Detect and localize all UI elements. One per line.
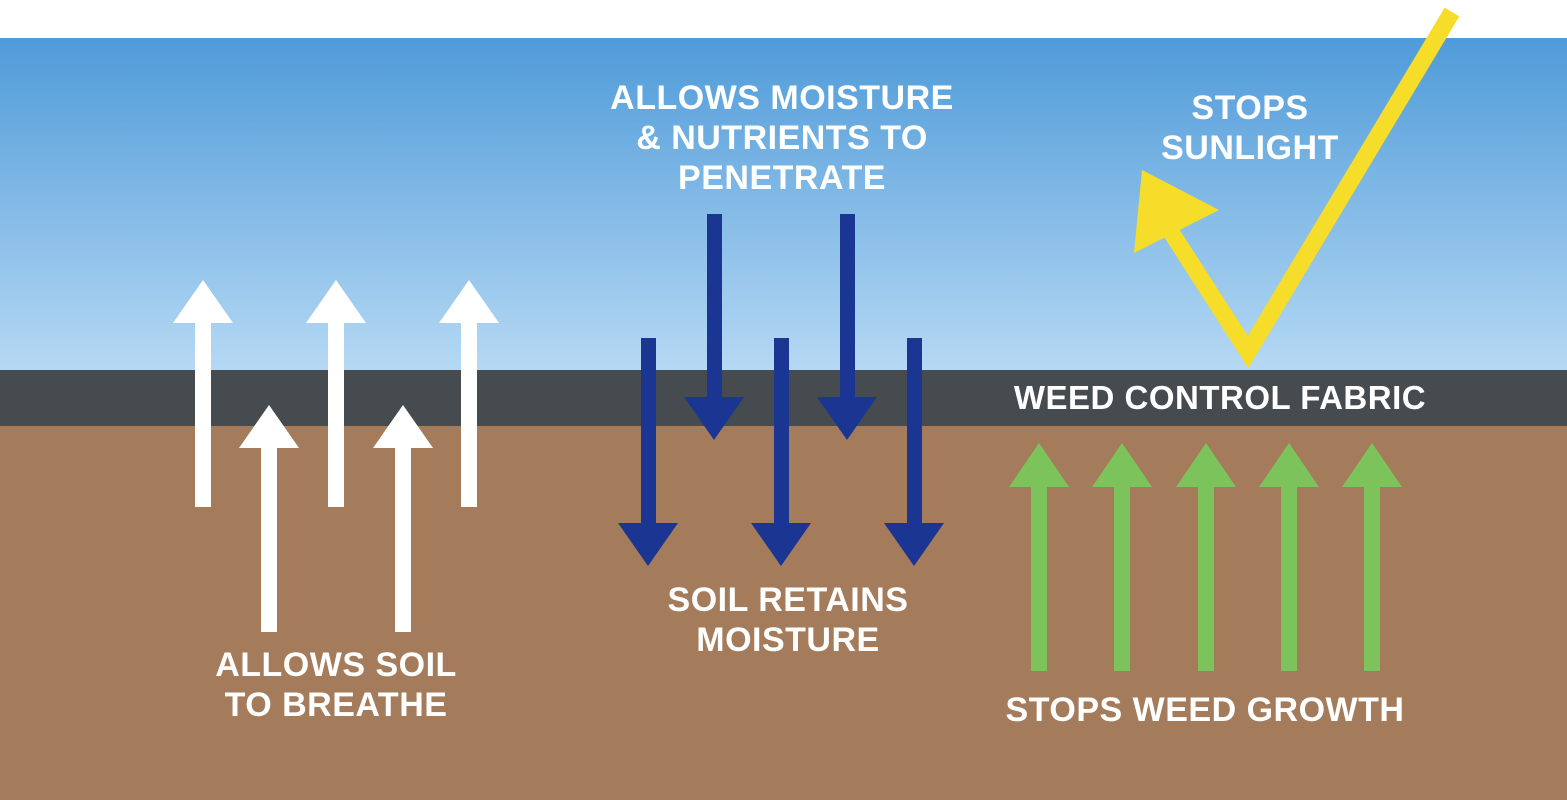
breathe-label-line-2: TO BREATHE <box>224 686 448 724</box>
fabric-label: WEED CONTROL FABRIC <box>960 376 1480 420</box>
arrow-down-icon <box>684 214 744 440</box>
arrow-down-icon <box>618 338 678 566</box>
arrow-up-icon <box>439 280 499 507</box>
arrow-up-icon <box>373 405 433 632</box>
arrow-up-icon <box>306 280 366 507</box>
sunlight-label-line-1: STOPS <box>1191 89 1309 127</box>
sky-background <box>0 38 1567 372</box>
soil-retains-label: SOIL RETAINS MOISTURE <box>600 580 976 660</box>
arrow-up-icon <box>1092 443 1152 671</box>
water-arrows-group <box>618 214 944 566</box>
arrow-up-icon <box>173 280 233 507</box>
arrow-down-icon <box>751 338 811 566</box>
arrow-up-icon <box>1009 443 1069 671</box>
fabric-label-text: WEED CONTROL FABRIC <box>1013 379 1427 416</box>
soil-retains-label-line-1: SOIL RETAINS <box>667 581 909 619</box>
sunlight-arrowhead <box>1134 170 1219 253</box>
breathe-label: ALLOWS SOIL TO BREATHE <box>170 645 502 725</box>
air-arrows-group <box>173 280 499 632</box>
weed-growth-label-text: STOPS WEED GROWTH <box>1005 691 1405 729</box>
arrow-up-icon <box>1259 443 1319 671</box>
sunlight-label-line-2: SUNLIGHT <box>1161 129 1339 167</box>
moisture-label: ALLOWS MOISTURE & NUTRIENTS TO PENETRATE <box>560 78 1004 198</box>
moisture-label-line-2: & NUTRIENTS TO <box>636 119 928 157</box>
arrow-up-icon <box>1342 443 1402 671</box>
arrow-up-icon <box>239 405 299 632</box>
weed-growth-label: STOPS WEED GROWTH <box>960 690 1450 730</box>
arrow-down-icon <box>817 214 877 440</box>
breathe-label-line-1: ALLOWS SOIL <box>215 646 457 684</box>
arrow-up-icon <box>1176 443 1236 671</box>
arrow-down-icon <box>884 338 944 566</box>
moisture-label-line-1: ALLOWS MOISTURE <box>610 79 954 117</box>
soil-retains-label-line-2: MOISTURE <box>696 621 880 659</box>
weed-arrows-group <box>1009 443 1402 671</box>
reflected-arrow-icon <box>1134 7 1460 369</box>
moisture-label-line-3: PENETRATE <box>678 159 886 197</box>
sunlight-label: STOPS SUNLIGHT <box>1120 88 1380 168</box>
sunlight-ray <box>1154 7 1460 369</box>
